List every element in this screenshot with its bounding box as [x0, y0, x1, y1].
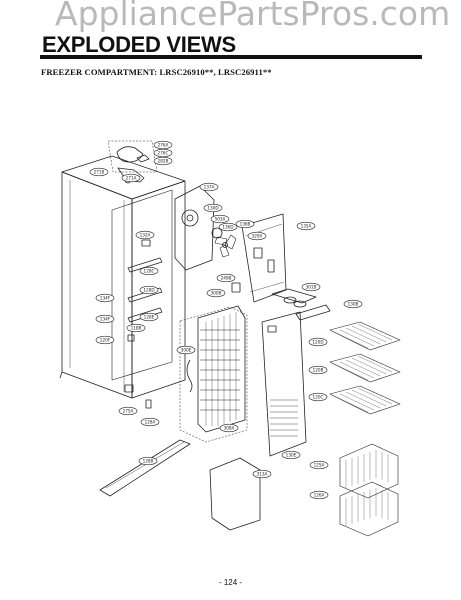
callout-label: 134F — [100, 296, 111, 301]
callout-120d — [308, 337, 328, 347]
callout-120f — [95, 335, 115, 345]
callout-125a — [309, 460, 329, 470]
callout-130d — [203, 203, 223, 213]
callout-label: 136B — [240, 222, 251, 227]
callout-label: 125A — [314, 463, 325, 468]
callout-label: 271A — [126, 176, 137, 181]
callout-label: 135A — [301, 224, 312, 229]
callout-130e — [281, 450, 301, 460]
cabinet-shell — [59, 155, 186, 399]
callout-282b — [153, 156, 173, 166]
callout-label: 130D — [207, 206, 218, 211]
title-rule — [40, 55, 422, 59]
callout-128a — [140, 417, 160, 427]
callout-label: 130B — [348, 302, 359, 307]
callout-label: 301B — [306, 285, 317, 290]
callout-label: 300E — [181, 348, 192, 353]
callout-136b — [235, 219, 255, 229]
callout-276c — [153, 148, 173, 158]
callout-130b — [343, 299, 363, 309]
drawer-baskets — [339, 443, 399, 537]
cover-plate — [209, 457, 261, 531]
callout-132a — [135, 230, 155, 240]
callout-503a — [210, 214, 230, 224]
callout-label: 134F — [100, 317, 111, 322]
callout-label: 128D — [143, 288, 154, 293]
callout-label: 308A — [224, 426, 235, 431]
callout-308a — [219, 423, 239, 433]
callout-136d — [218, 222, 238, 232]
air-duct — [271, 288, 331, 321]
callout-label: 136D — [222, 225, 233, 230]
callout-label: 120D — [312, 340, 323, 345]
callout-label: 128B — [143, 459, 154, 464]
wire-shelves — [329, 321, 401, 415]
callout-label: 271B — [94, 170, 105, 175]
callout-label: 128C — [144, 269, 155, 274]
callout-label: 118B — [131, 326, 142, 331]
callout-label: 132A — [140, 233, 151, 238]
callout-120c — [308, 392, 328, 402]
callout-118b — [126, 323, 146, 333]
callout-275a — [118, 406, 138, 416]
callout-label: 503A — [215, 217, 226, 222]
callout-label: 126A — [314, 493, 325, 498]
callout-134f — [95, 293, 115, 303]
callout-128d — [139, 285, 159, 295]
watermark: AppliancePartsPros.com — [55, 0, 451, 33]
callout-271b — [89, 167, 109, 177]
page-title: EXPLODED VIEWS — [42, 32, 236, 57]
callout-label: 120B — [313, 368, 324, 373]
callout-300b — [206, 288, 226, 298]
page-number: - 124 - — [218, 578, 243, 587]
callout-label: 137A — [204, 185, 215, 190]
callout-249b — [216, 273, 236, 283]
callout-label: 120F — [100, 338, 111, 343]
callout-label: 276A — [158, 143, 169, 148]
callout-label: 128A — [145, 420, 156, 425]
callout-301b — [301, 282, 321, 292]
callout-135a — [296, 221, 316, 231]
callout-128c — [139, 266, 159, 276]
callout-134f-2 — [95, 314, 115, 324]
callout-label: 329A — [252, 234, 263, 239]
callout-137a — [199, 182, 219, 192]
bottom-cover — [99, 399, 191, 497]
callout-313a — [252, 469, 272, 479]
evaporator — [179, 305, 248, 443]
callout-128b — [138, 456, 158, 466]
section-subtitle: FREEZER COMPARTMENT: LRSC26910**, LRSC26… — [41, 67, 272, 77]
callout-label: 275A — [123, 409, 134, 414]
callout-120b — [308, 365, 328, 375]
callout-276a — [153, 140, 173, 150]
callout-label: 313A — [257, 472, 268, 477]
callout-label: 249B — [221, 276, 232, 281]
callout-128e — [139, 312, 159, 322]
callout-label: 130E — [286, 453, 297, 458]
callout-329a — [247, 231, 267, 241]
callout-label: 128E — [144, 315, 155, 320]
callout-126a — [309, 490, 329, 500]
callout-label: 282B — [158, 159, 169, 164]
rear-panel — [261, 311, 307, 457]
callout-label: 300B — [211, 291, 222, 296]
callout-label: 276C — [158, 151, 169, 156]
callout-label: 120C — [313, 395, 324, 400]
callout-300e — [176, 345, 196, 355]
callout-271a — [121, 173, 141, 183]
